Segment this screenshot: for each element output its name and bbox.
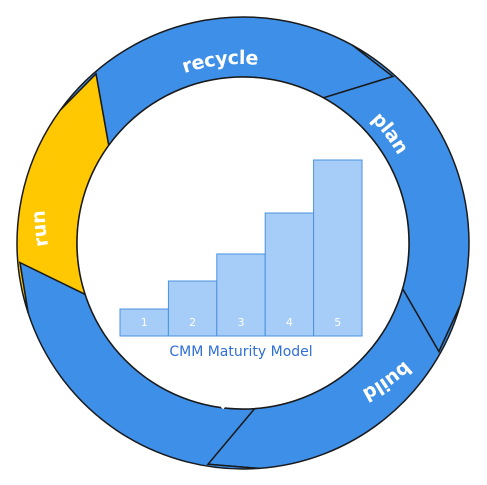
maturity-step-number-5: 5	[334, 316, 341, 329]
cycle-label-run: run	[28, 210, 53, 249]
maturity-step-1	[119, 308, 169, 337]
maturity-step-2	[167, 280, 218, 337]
maturity-step-number-2: 2	[189, 316, 196, 329]
maturity-bar-chart: 1 2 3 4 5	[119, 159, 363, 337]
maturity-step-4	[264, 212, 315, 337]
maturity-step-number-3: 3	[238, 316, 245, 329]
maturity-model-caption: CMM Maturity Model	[169, 344, 312, 360]
maturity-step-3	[216, 253, 266, 337]
maturity-step-5	[313, 159, 363, 337]
maturity-step-number-1: 1	[141, 316, 148, 329]
maturity-step-number-4: 4	[286, 316, 293, 329]
